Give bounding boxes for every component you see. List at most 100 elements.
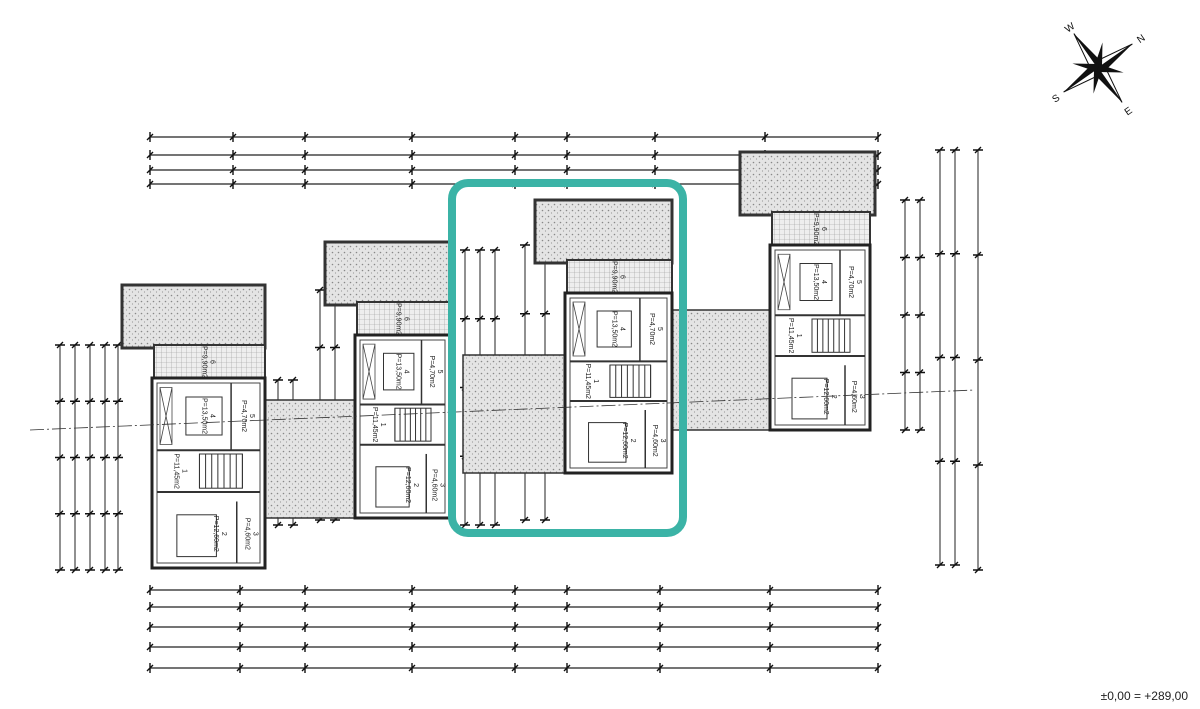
dimension-tick	[85, 566, 95, 574]
bed-icon	[588, 422, 627, 463]
dimension-tick	[301, 150, 309, 160]
dimension-tick	[85, 510, 95, 518]
room-label: 3P=4,60m2	[243, 518, 258, 550]
dimension-tick	[950, 561, 960, 569]
dimension-tick	[70, 397, 80, 405]
dimension-tick	[874, 132, 882, 142]
room-area: P=11,45m2	[172, 453, 179, 489]
dimension-tick	[874, 663, 882, 673]
room-label: 3P=4,60m2	[431, 469, 446, 501]
dimension-tick	[766, 663, 774, 673]
dimension-tick	[563, 622, 571, 632]
room-area: P=4,70m2	[648, 313, 655, 345]
dimension-tick	[100, 510, 110, 518]
room-label: 5P=4,70m2	[648, 313, 663, 345]
dimension-tick	[55, 454, 65, 461]
dimension-tick	[273, 521, 283, 529]
room-number: 6	[820, 227, 827, 231]
room-label: 6P=9,90m2	[395, 303, 410, 335]
dimension-tick	[100, 566, 110, 574]
dimension-tick	[563, 602, 571, 612]
dimension-tick	[408, 663, 416, 673]
elevation-reference-note: ±0,00 = +289,00	[1100, 689, 1188, 703]
room-area: P=12,60m2	[404, 467, 411, 503]
dimension-tick	[146, 585, 154, 595]
dimension-tick	[315, 286, 325, 294]
dimension-tick	[113, 566, 123, 574]
bed-icon	[596, 310, 632, 348]
dimension-tick	[55, 341, 65, 349]
room-number: 1	[795, 334, 802, 338]
bed-icon	[799, 263, 833, 301]
bed-icon	[791, 377, 828, 420]
dimension-tick	[900, 254, 910, 261]
room-number: 2	[412, 483, 419, 487]
inner-wall	[359, 339, 446, 514]
room-label: 2P=12,60m2	[822, 379, 837, 415]
dimension-tick	[273, 376, 283, 384]
compass-south-label: S	[1050, 92, 1062, 105]
dimension-tick	[301, 602, 309, 612]
dimension-tick	[651, 132, 659, 142]
room-number: 3	[439, 483, 446, 487]
courtyards	[264, 309, 771, 519]
dimension-tick	[408, 165, 416, 175]
room-area: P=13,50m2	[395, 354, 402, 390]
room-number: 1	[180, 469, 187, 473]
room-area: P=11,45m2	[371, 407, 378, 443]
dimension-tick	[900, 311, 910, 319]
room-number: 3	[251, 532, 258, 536]
room-label: 2P=12,60m2	[621, 423, 636, 459]
dimension-tick	[70, 510, 80, 518]
dimension-tick	[563, 663, 571, 673]
dimension-tick	[229, 165, 237, 175]
dimension-tick	[288, 521, 298, 529]
dimension-tick	[900, 426, 910, 434]
wardrobe	[777, 253, 791, 311]
dimension-tick	[70, 566, 80, 574]
dimension-tick	[301, 585, 309, 595]
dimension-tick	[146, 602, 154, 612]
room-area: P=4,60m2	[431, 469, 438, 501]
room-area: P=12,60m2	[212, 516, 219, 552]
room-area: P=12,60m2	[822, 379, 829, 415]
room-area: P=4,70m2	[240, 400, 247, 432]
dimension-tick	[146, 132, 154, 142]
room-number: 1	[379, 423, 386, 427]
room-number: 4	[403, 370, 410, 374]
bed-icon	[375, 466, 410, 508]
room-number: 6	[619, 275, 626, 279]
roof-garden	[120, 283, 267, 350]
room-number: 6	[209, 360, 216, 364]
room-label: 5P=4,70m2	[428, 356, 443, 388]
dimension-tick	[766, 642, 774, 652]
dimension-tick	[520, 516, 530, 524]
terrace	[356, 301, 451, 337]
dimension-tick	[146, 150, 154, 160]
dimension-tick	[766, 602, 774, 612]
dimension-tick	[100, 397, 110, 405]
dimension-tick	[651, 165, 659, 175]
dimension-tick	[301, 642, 309, 652]
dimension-tick	[100, 454, 110, 461]
dimension-tick	[563, 150, 571, 160]
dimension-tick	[973, 251, 983, 259]
room-area: P=13,50m2	[812, 264, 819, 300]
dimension-tick	[511, 642, 519, 652]
room-label: 4P=13,50m2	[611, 311, 626, 347]
room-label: 5P=4,70m2	[847, 266, 862, 298]
dimension-tick	[330, 344, 340, 351]
gravel-courtyard	[462, 354, 566, 474]
room-label: 4P=13,50m2	[812, 264, 827, 300]
room-number: 6	[403, 317, 410, 321]
dimension-tick	[460, 246, 470, 254]
dimension-tick	[55, 510, 65, 518]
dimension-tick	[511, 602, 519, 612]
dimension-tick	[656, 602, 664, 612]
room-number: 5	[248, 414, 255, 418]
room-area: P=11,45m2	[584, 363, 591, 399]
unit-outline	[563, 291, 674, 475]
